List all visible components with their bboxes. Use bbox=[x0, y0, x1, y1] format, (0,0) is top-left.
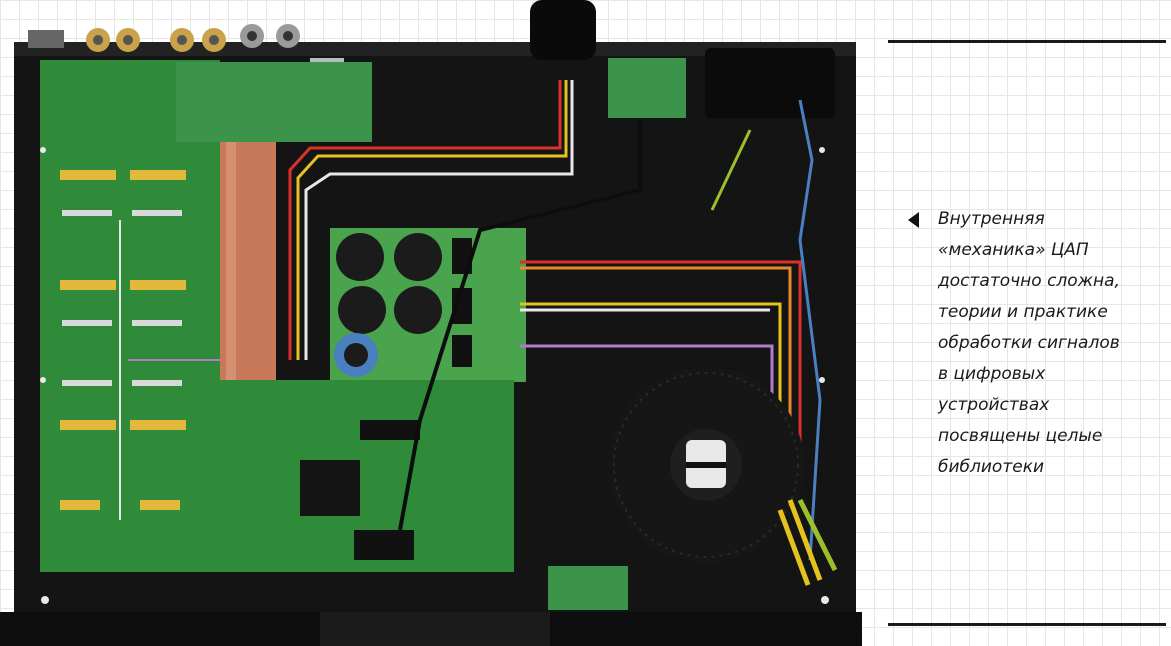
caption-line: в цифровых bbox=[938, 364, 1046, 384]
chassis-screws bbox=[40, 147, 829, 604]
resistor-rows bbox=[62, 210, 182, 386]
filter-capacitors bbox=[334, 233, 442, 377]
power-cable-boot bbox=[530, 0, 596, 60]
caption-block: Внутренняя «механика» ЦАП достаточно сло… bbox=[888, 40, 1166, 626]
caption-line: обработки сигналов bbox=[938, 333, 1120, 353]
toroidal-transformer bbox=[608, 367, 804, 563]
wiring bbox=[119, 80, 822, 561]
photo-caption: Внутренняя «механика» ЦАП достаточно сло… bbox=[938, 204, 1164, 483]
caption-pointer-icon bbox=[908, 212, 919, 228]
regulators bbox=[452, 238, 472, 367]
aux-pcb bbox=[608, 58, 686, 118]
caption-line: Внутренняя bbox=[938, 209, 1045, 229]
caption-line: «механика» ЦАП bbox=[938, 240, 1089, 260]
dsp-chip bbox=[300, 460, 360, 516]
caption-line: достаточно сложна, bbox=[938, 271, 1120, 291]
iec-socket bbox=[705, 48, 835, 118]
caption-line: теории и практике bbox=[938, 302, 1108, 322]
input-pcb bbox=[176, 62, 372, 142]
analog-pcb bbox=[40, 60, 220, 572]
front-pcb bbox=[548, 566, 628, 610]
dac-interior-photo bbox=[0, 0, 862, 646]
caption-line: посвящены целые bbox=[938, 426, 1103, 446]
smd-components bbox=[60, 170, 186, 510]
bottom-rule bbox=[888, 623, 1166, 626]
front-panel-segment bbox=[320, 612, 550, 646]
caption-line: библиотеки bbox=[938, 457, 1045, 477]
caption-line: устройствах bbox=[938, 395, 1050, 415]
transformer-leads bbox=[777, 498, 838, 586]
top-rule bbox=[888, 40, 1166, 43]
